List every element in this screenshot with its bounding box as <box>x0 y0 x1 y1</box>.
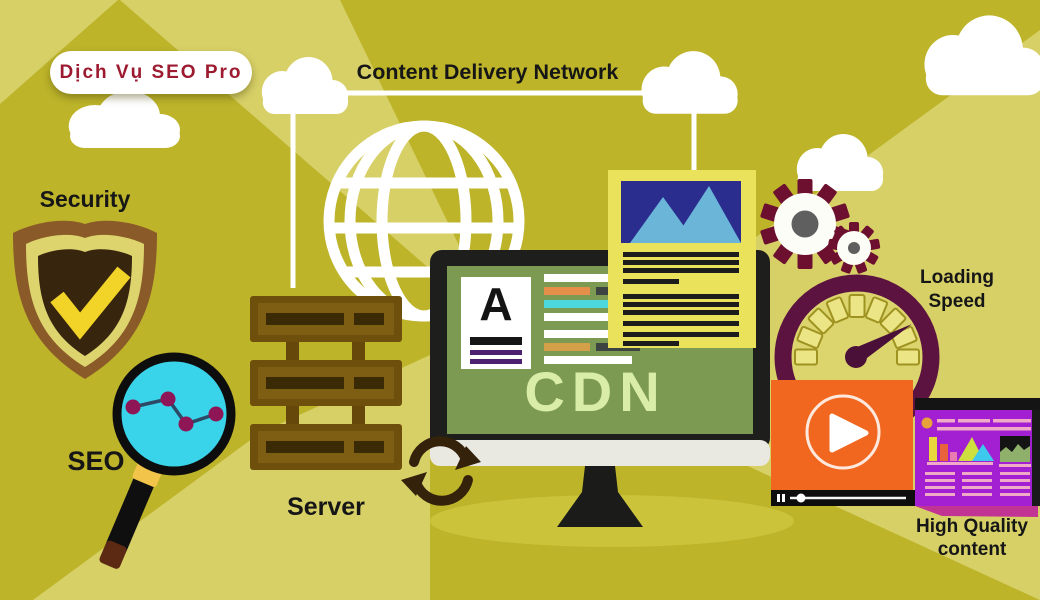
image-document-icon <box>608 170 756 348</box>
monitor-stand <box>557 466 643 527</box>
play-button[interactable] <box>805 394 881 470</box>
video-progress-bar[interactable] <box>790 493 906 503</box>
mini-area-chart <box>957 437 994 465</box>
server-label: Server <box>287 493 365 521</box>
cdn-label: CDN <box>524 360 667 423</box>
seo-label: SEO <box>67 446 125 476</box>
loading-speed-line2: Speed <box>928 291 986 312</box>
server-unit <box>250 424 402 470</box>
server-unit <box>250 360 402 406</box>
network-connector-lines <box>290 90 697 288</box>
gear-icon <box>827 222 881 274</box>
page-title: Content Delivery Network <box>356 60 619 84</box>
mini-trend-chart <box>999 436 1031 467</box>
security-label: Security <box>39 186 131 212</box>
loading-speed-line1: Loading <box>920 267 994 288</box>
monitor-chin <box>430 440 770 466</box>
play-icon[interactable] <box>829 413 869 453</box>
dashboard-text-lines <box>925 472 1030 496</box>
chart-line-icon <box>132 397 217 427</box>
window-titlebar <box>915 398 1040 410</box>
monitor-icon <box>430 250 770 527</box>
high-quality-line2: content <box>937 539 1007 560</box>
mini-bar-chart <box>927 437 957 465</box>
seo-pro-badge: Dịch Vụ SEO Pro <box>50 51 252 94</box>
document-text-icon <box>461 277 531 369</box>
analytics-dashboard-icon <box>915 398 1040 517</box>
magnifier-chart-icon <box>99 352 236 569</box>
high-quality-line1: High Quality <box>916 516 1028 537</box>
high-quality-label: High Quality content <box>902 515 1040 561</box>
document-letter: A <box>479 278 513 330</box>
badge-label: Dịch Vụ SEO Pro <box>59 61 243 83</box>
shield-check-icon <box>13 220 157 379</box>
refresh-icon <box>401 436 481 506</box>
window-fold <box>915 506 1038 517</box>
server-stack-icon <box>250 296 402 470</box>
loading-speed-label: Loading Speed <box>897 266 1017 314</box>
server-unit <box>250 296 402 342</box>
pause-icon[interactable] <box>777 494 785 502</box>
video-player-icon <box>771 380 916 506</box>
check-icon <box>50 266 131 340</box>
document-text-lines <box>623 252 739 346</box>
progress-knob[interactable] <box>796 493 806 503</box>
